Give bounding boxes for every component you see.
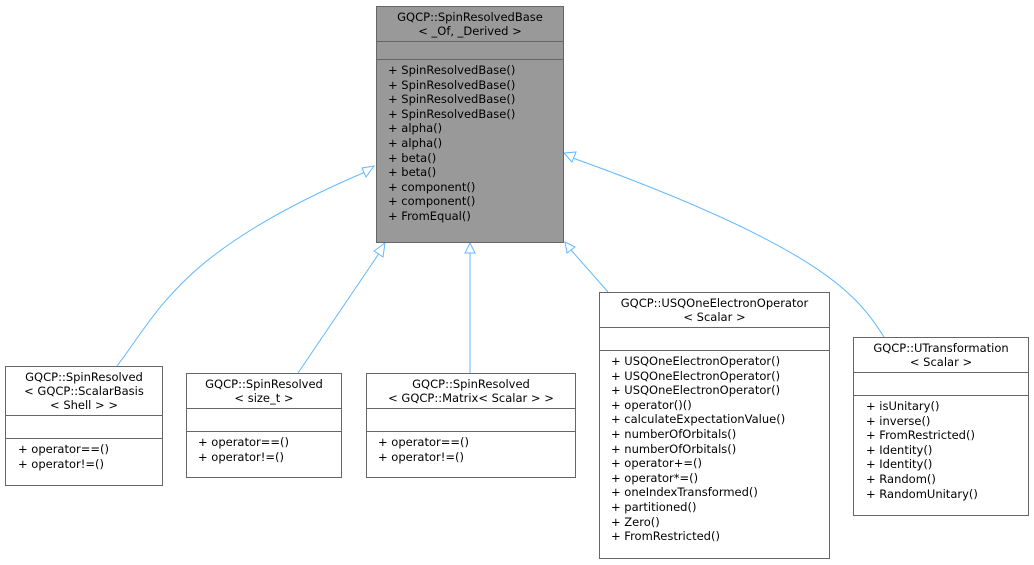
class-title: GQCP::SpinResolved < size_t > (187, 374, 341, 408)
template-args: < GQCP::Matrix< Scalar > > (388, 391, 554, 405)
class-title: GQCP::UTransformation < Scalar > (854, 338, 1028, 372)
method: + operator!=() (198, 449, 284, 464)
method: + operator==() (378, 435, 469, 449)
method: + SpinResolvedBase() (388, 77, 516, 92)
class-name: GQCP::SpinResolvedBase (397, 10, 543, 24)
methods-section: + operator==() + operator!=() (6, 438, 162, 474)
method: + numberOfOrbitals() (611, 426, 737, 441)
arrowhead-sr-scalar-basis (361, 165, 376, 178)
methods-section: + isUnitary() + inverse() + FromRestrict… (854, 395, 1028, 504)
template-args: < Shell > > (50, 398, 118, 412)
template-args: < Scalar > (683, 310, 746, 324)
method: + beta() (388, 165, 437, 180)
method: + isUnitary() (866, 399, 940, 413)
method: + SpinResolvedBase() (388, 106, 516, 121)
method: + oneIndexTransformed() (611, 485, 758, 500)
class-usq-one-electron-operator[interactable]: GQCP::USQOneElectronOperator < Scalar > … (599, 292, 830, 559)
attributes-section (367, 408, 575, 431)
template-args: < GQCP::ScalarBasis (24, 384, 144, 398)
method: + component() (388, 179, 476, 194)
class-name: GQCP::SpinResolved (412, 377, 530, 391)
method: + Identity() (866, 457, 933, 472)
edge-utrans (569, 156, 885, 338)
methods-section: + USQOneElectronOperator() + USQOneElect… (600, 350, 829, 547)
edge-sr-scalar-basis (116, 169, 371, 367)
class-spin-resolved-scalar-basis[interactable]: GQCP::SpinResolved < GQCP::ScalarBasis <… (5, 366, 163, 486)
class-spin-resolved-size-t[interactable]: GQCP::SpinResolved < size_t > + operator… (186, 373, 342, 478)
method: + operator==() (198, 435, 289, 449)
method: + operator!=() (378, 449, 464, 464)
attributes-section (6, 415, 162, 438)
class-name: GQCP::SpinResolved (25, 370, 143, 384)
method: + partitioned() (611, 499, 697, 514)
method: + RandomUnitary() (866, 486, 978, 501)
method: + SpinResolvedBase() (388, 92, 516, 107)
method: + FromEqual() (388, 208, 471, 223)
methods-section: + operator==() + operator!=() (187, 431, 341, 467)
attributes-section (187, 408, 341, 431)
class-title: GQCP::SpinResolved < GQCP::ScalarBasis <… (6, 367, 162, 415)
arrowhead-sr-size-t (373, 241, 386, 258)
attributes-section (600, 327, 829, 350)
method: + USQOneElectronOperator() (611, 354, 781, 368)
class-spin-resolved-base[interactable]: GQCP::SpinResolvedBase < _Of, _Derived >… (376, 6, 564, 243)
method: + Zero() (611, 514, 660, 529)
arrowhead-utrans (562, 151, 577, 163)
method: + operator!=() (18, 456, 104, 471)
methods-section: + operator==() + operator!=() (367, 431, 575, 467)
arrowhead-sr-matrix (464, 241, 476, 254)
attributes-section (854, 372, 1028, 395)
attributes-section (377, 41, 563, 59)
method: + Random() (866, 471, 936, 486)
method: + SpinResolvedBase() (388, 63, 516, 77)
method: + inverse() (866, 413, 931, 428)
method: + FromRestricted() (611, 529, 720, 544)
class-name: GQCP::SpinResolved (205, 377, 323, 391)
method: + operator==() (18, 442, 109, 456)
method: + USQOneElectronOperator() (611, 368, 781, 383)
method: + Identity() (866, 442, 933, 457)
method: + numberOfOrbitals() (611, 441, 737, 456)
class-title: GQCP::SpinResolved < GQCP::Matrix< Scala… (367, 374, 575, 408)
class-spin-resolved-matrix[interactable]: GQCP::SpinResolved < GQCP::Matrix< Scala… (366, 373, 576, 478)
class-name: GQCP::USQOneElectronOperator (620, 296, 809, 310)
method: + calculateExpectationValue() (611, 412, 786, 427)
class-title: GQCP::SpinResolvedBase < _Of, _Derived > (377, 7, 563, 41)
edge-usq (570, 249, 609, 293)
class-name: GQCP::UTransformation (873, 341, 1009, 355)
template-args: < size_t > (234, 391, 294, 405)
method: + beta() (388, 150, 437, 165)
method: + operator()() (611, 397, 692, 412)
method: + alpha() (388, 121, 443, 136)
class-title: GQCP::USQOneElectronOperator < Scalar > (600, 293, 829, 327)
arrowhead-usq (564, 241, 576, 254)
class-u-transformation[interactable]: GQCP::UTransformation < Scalar > + isUni… (853, 337, 1029, 516)
method: + USQOneElectronOperator() (611, 383, 781, 398)
method: + FromRestricted() (866, 428, 975, 443)
method: + operator*=() (611, 470, 699, 485)
template-args: < Scalar > (909, 355, 973, 369)
edge-sr-size-t (297, 251, 381, 374)
method: + component() (388, 194, 476, 209)
method: + operator+=() (611, 456, 702, 471)
methods-section: + SpinResolvedBase() + SpinResolvedBase(… (377, 59, 563, 227)
method: + alpha() (388, 135, 443, 150)
template-args: < _Of, _Derived > (418, 24, 522, 38)
